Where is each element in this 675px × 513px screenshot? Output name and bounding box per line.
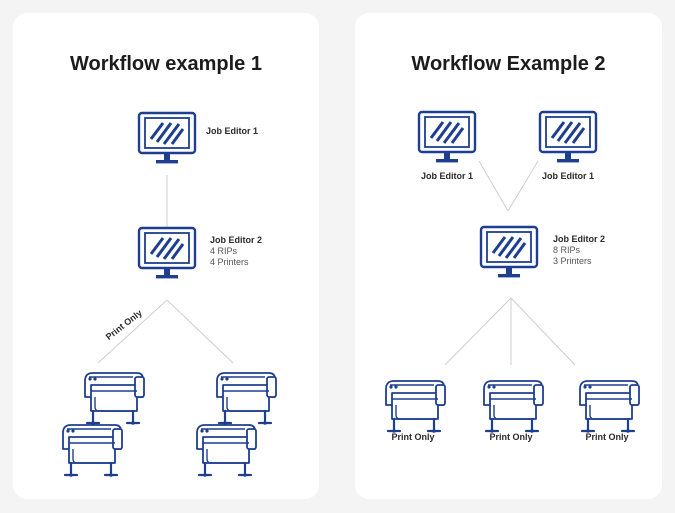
connector-left-to-mid (478, 160, 509, 212)
printer-icon (209, 367, 279, 427)
node-job-editor-2: Job Editor 2 8 RIPs 3 Printers (553, 234, 605, 267)
printer-icon (572, 375, 642, 435)
monitor-icon (538, 110, 598, 166)
printer-icon (55, 419, 125, 479)
printer-icon (378, 375, 448, 435)
connection-lines (444, 160, 576, 366)
connector-mid-to-right (166, 299, 234, 364)
node-job-editor-2: Job Editor 2 4 RIPs 4 Printers (210, 235, 262, 268)
monitor-icon (137, 111, 197, 167)
printer-label: Print Only (489, 432, 533, 442)
connector-mid-to-left (97, 299, 168, 364)
printer-label: Print Only (391, 432, 435, 442)
connector-mid-to-left (444, 297, 512, 366)
printer-label: Print Only (585, 432, 629, 442)
card-title: Workflow Example 2 (411, 53, 606, 75)
node-label: Job Editor 2 (210, 235, 263, 245)
monitor-icon (137, 226, 197, 282)
node-label: Job Editor 1 (206, 126, 259, 136)
node-job-editor-1: Job Editor 1 (206, 126, 258, 137)
monitor-icon (417, 110, 477, 166)
monitor-icon (479, 225, 539, 281)
workflow-card-2: Workflow Example 2 Job Editor 1 Job Edit… (355, 13, 662, 499)
connector-right-to-mid (507, 160, 539, 212)
printers-count: 4 Printers (210, 257, 249, 267)
rips-count: 4 RIPs (210, 246, 238, 256)
printers-count: 3 Printers (553, 256, 592, 266)
rips-count: 8 RIPs (553, 245, 581, 255)
card-title: Workflow example 1 (70, 53, 262, 75)
node-label: Job Editor 1 (420, 171, 473, 181)
node-label: Job Editor 1 (541, 171, 594, 181)
connector-mid-to-right (510, 297, 576, 366)
connection-lines (97, 175, 234, 364)
workflow-card-1: Workflow example 1 Job Editor 1 Job Edit… (13, 13, 319, 499)
printer-icon (476, 375, 546, 435)
node-label: Job Editor 2 (553, 234, 606, 244)
printer-icon (77, 367, 147, 427)
printer-icon (189, 419, 259, 479)
